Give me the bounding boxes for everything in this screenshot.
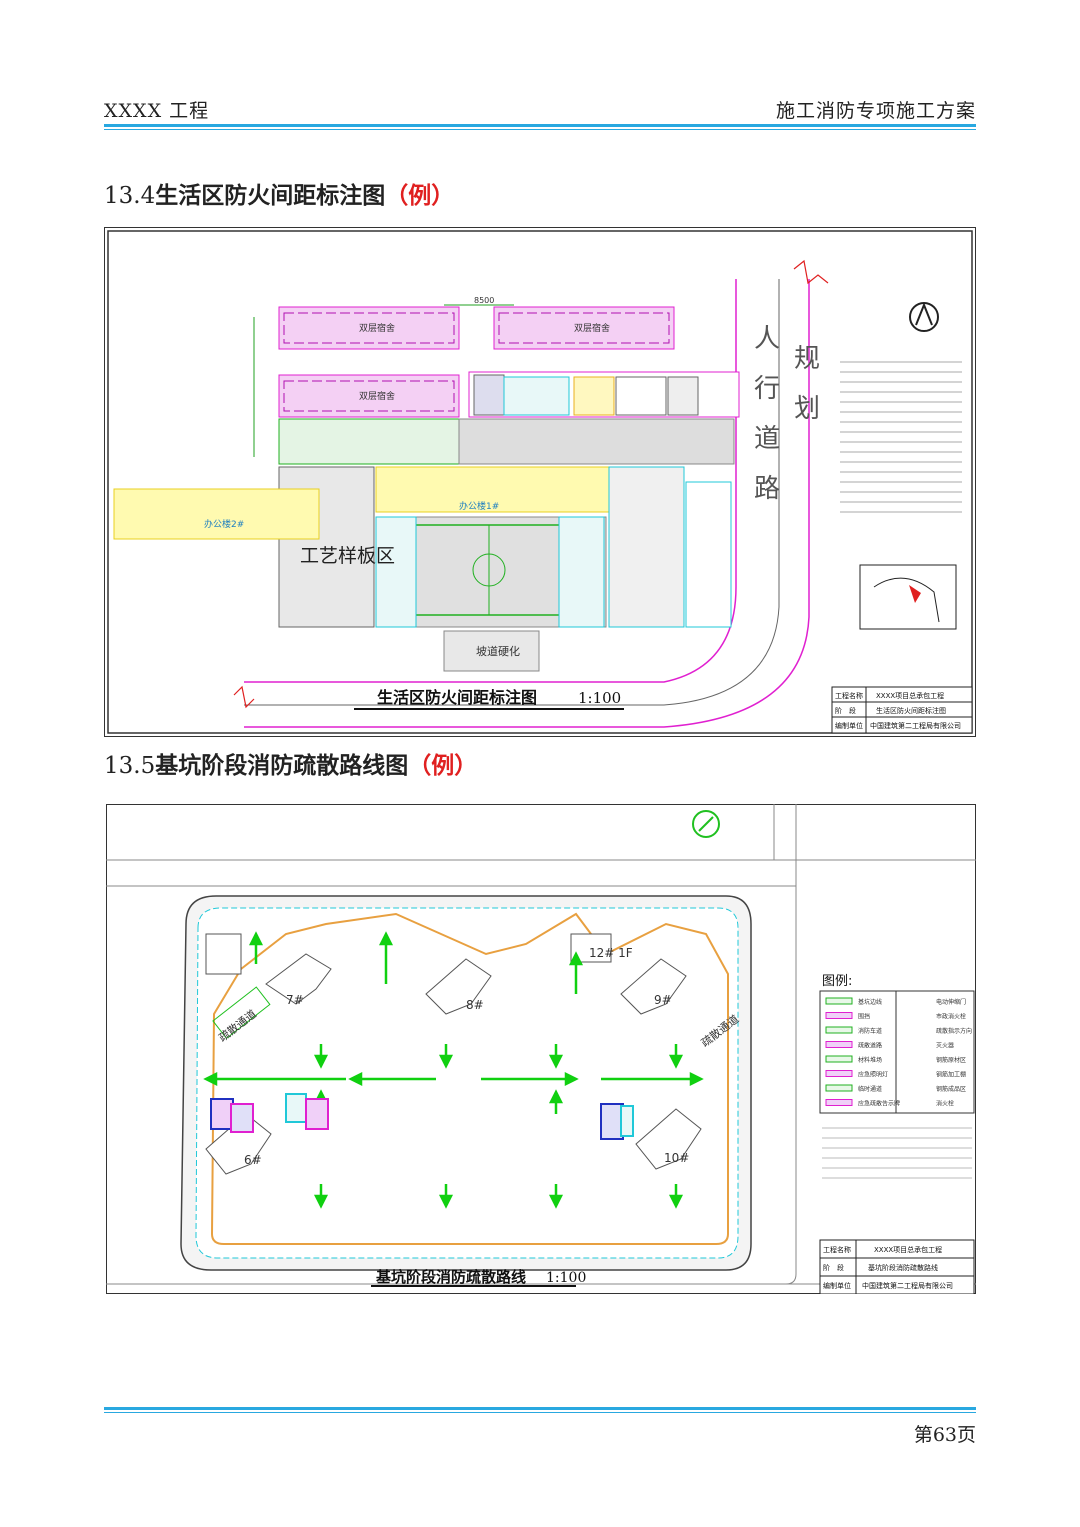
titleblock-1-value-org: 中国建筑第二工程局有限公司 — [870, 721, 961, 730]
building-9-label: 9# — [654, 993, 672, 1007]
dorm-label-c: 双层宿舍 — [359, 390, 395, 402]
dorm-block-top-left — [278, 306, 460, 350]
section-heading-13-4: 13.4生活区防火间距标注图（例） — [104, 176, 454, 210]
figure-fire-spacing-plan: 人 行 道 路 规 划 双层宿舍 双层宿舍 双层宿舍 8500 办公楼2# 办公… — [104, 227, 976, 737]
titleblock-2-label-stage: 阶 段 — [823, 1263, 844, 1272]
notes-text-block — [840, 361, 962, 513]
legend-swatch — [825, 1012, 853, 1019]
header-project-name: XXXX 工程 — [104, 100, 210, 122]
legend-swatch — [825, 1041, 853, 1048]
dorm-block-middle — [278, 374, 460, 418]
office-1-label: 办公楼1# — [459, 500, 499, 512]
legend-meaning-label: 消火栓 — [936, 1100, 954, 1108]
ramp-label: 坡道硬化 — [476, 644, 520, 658]
material-yards — [210, 1093, 634, 1140]
header-rule-thick — [104, 124, 976, 127]
road-label-char: 人 — [754, 324, 780, 354]
title-block-2 — [819, 1239, 975, 1294]
header-document-title: 施工消防专项施工方案 — [775, 100, 976, 122]
section-number: 13.4 — [104, 183, 156, 209]
legend-table — [819, 990, 975, 1114]
titleblock-1-label-name: 工程名称 — [835, 691, 863, 700]
header-rule-thin — [104, 129, 976, 130]
building-6-label: 6# — [244, 1153, 262, 1167]
legend-swatch — [825, 1055, 853, 1063]
dimension-label: 8500 — [474, 296, 494, 305]
svg-text:道: 道 — [754, 424, 780, 454]
figure-2-scale: 1:100 — [546, 1270, 586, 1286]
legend-meaning-label: 钢筋成品区 — [936, 1085, 966, 1093]
figure-1-caption: 生活区防火间距标注图 — [377, 688, 537, 707]
legend-meaning-label: 钢筋加工棚 — [936, 1071, 966, 1079]
legend-symbol-label: 基坑边线 — [858, 998, 882, 1006]
legend-meaning-label: 疏散指示方向 — [936, 1027, 972, 1035]
dorm-label-b: 双层宿舍 — [574, 322, 610, 334]
titleblock-2-value-stage: 基坑阶段消防疏散路线 — [868, 1263, 938, 1272]
legend-swatch — [825, 1026, 853, 1034]
titleblock-1-label-org: 编制单位 — [835, 721, 863, 730]
titleblock-1-label-stage: 阶 段 — [835, 706, 856, 715]
legend-symbol-label: 应急照明灯 — [858, 1071, 888, 1079]
legend-symbol-label: 材料堆场 — [858, 1056, 882, 1064]
sample-area-label: 工艺样板区 — [300, 545, 395, 567]
legend-swatch — [825, 1070, 853, 1077]
figure-evacuation-route-plan: 7# 8# 9# 6# 10# 12# 1F 疏散通道 疏散通道 — [106, 804, 976, 1294]
legend-meaning-label: 电动伸缩门 — [936, 998, 966, 1006]
svg-text:行: 行 — [754, 374, 780, 404]
footer-rule-thick — [104, 1407, 976, 1410]
legend-swatch — [825, 1084, 853, 1092]
building-7-label: 7# — [286, 993, 304, 1007]
titleblock-1-value-stage: 生活区防火间距标注图 — [876, 706, 946, 715]
dorm-label-a: 双层宿舍 — [359, 322, 395, 334]
footer-rule-thin — [104, 1412, 976, 1413]
legend-symbol-label: 疏散道路 — [858, 1042, 882, 1050]
section-example-tag: （例） — [408, 752, 478, 779]
legend-meaning-label: 钢筋原材区 — [936, 1056, 966, 1064]
legend-symbol-label: 消防车道 — [858, 1027, 882, 1035]
titleblock-2-value-name: XXXX项目总承包工程 — [874, 1245, 942, 1254]
section-heading-13-5: 13.5基坑阶段消防疏散路线图（例） — [104, 746, 477, 780]
legend-meaning-label: 市政消火栓 — [936, 1013, 966, 1021]
section-title: 基坑阶段消防疏散路线图 — [155, 752, 409, 779]
figure-2-caption: 基坑阶段消防疏散路线 — [375, 1268, 526, 1286]
legend-meaning-label: 灭火器 — [936, 1043, 954, 1050]
building-10-label: 10# — [664, 1151, 689, 1165]
svg-text:规: 规 — [794, 344, 820, 374]
titleblock-1-value-name: XXXX项目总承包工程 — [876, 691, 944, 700]
svg-text:路: 路 — [754, 474, 780, 504]
section-number: 13.5 — [104, 753, 156, 779]
section-title: 生活区防火间距标注图 — [155, 182, 386, 209]
titleblock-2-label-name: 工程名称 — [823, 1245, 851, 1254]
section-example-tag: （例） — [385, 182, 455, 209]
titleblock-2-label-org: 编制单位 — [823, 1281, 851, 1290]
office-2-label: 办公楼2# — [204, 518, 244, 530]
pit-edge — [210, 912, 729, 1245]
legend-swatch — [825, 997, 853, 1005]
legend-notes — [822, 1127, 972, 1179]
svg-text:划: 划 — [794, 394, 820, 424]
legend-symbol-label: 临时通道 — [858, 1085, 882, 1093]
figure-1-scale: 1:100 — [578, 689, 621, 707]
legend-swatch — [825, 1099, 853, 1106]
legend-symbol-label: 围挡 — [858, 1013, 870, 1021]
building-8-label: 8# — [466, 998, 484, 1012]
title-block-1 — [831, 686, 973, 734]
key-map — [859, 564, 957, 630]
legend-symbol-label: 应急疏散告示牌 — [858, 1100, 900, 1108]
dorm-block-top-right — [493, 306, 675, 350]
legend-title: 图例: — [822, 974, 852, 989]
evacuation-arrows — [203, 931, 704, 1209]
building-12-label: 12# 1F — [589, 946, 633, 960]
titleblock-2-value-org: 中国建筑第二工程局有限公司 — [862, 1281, 953, 1290]
page-number: 第63页 — [913, 1424, 976, 1446]
